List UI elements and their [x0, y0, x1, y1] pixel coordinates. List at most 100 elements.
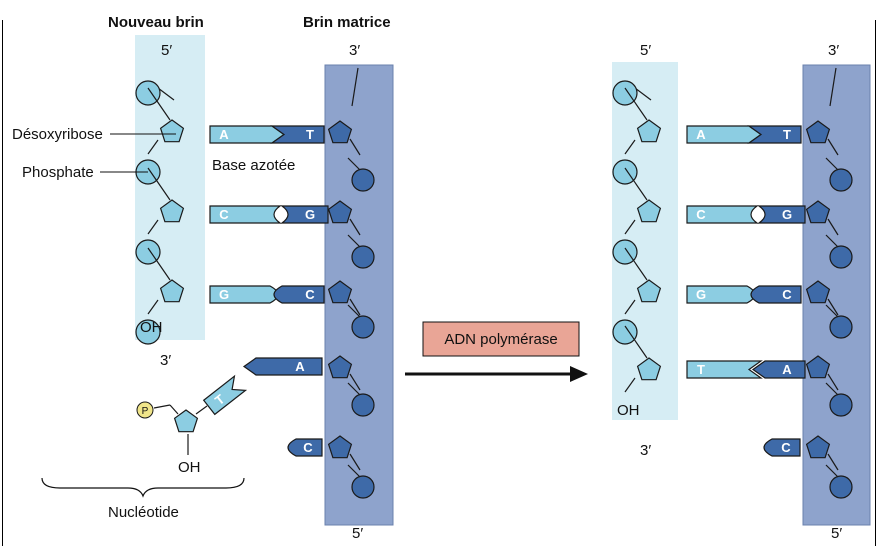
- left-tpl-backbone-start: [351, 67, 359, 107]
- enzyme-label: ADN polymérase: [444, 331, 557, 348]
- right-template-c-letter: C: [781, 440, 791, 455]
- left-tpl-link-a-0: [349, 138, 361, 156]
- right-tpl-link-b-1: [825, 234, 839, 248]
- right-tpl-link-a-1: [827, 218, 839, 236]
- left-new-link-a-1: [147, 167, 171, 201]
- right-new-sugar-2: [636, 279, 662, 303]
- right-tpl-link-b-4: [825, 464, 839, 478]
- left-tpl-link-b-4: [347, 464, 361, 478]
- phosphate-label: Phosphate: [22, 164, 94, 181]
- nucleotide-label: Nucléotide: [108, 504, 179, 521]
- left-new-oh: OH: [140, 319, 163, 336]
- right-pair-3-template-letter: A: [782, 362, 792, 377]
- right-pair-0-new-letter: A: [696, 127, 706, 142]
- left-pair-1-new-base: [209, 205, 282, 224]
- right-pair-1-template-base: [757, 205, 806, 224]
- left-pair-0-template-base: [270, 125, 325, 144]
- right-template-3prime: 3′: [828, 42, 839, 59]
- left-tpl-link-a-4: [349, 453, 361, 471]
- phosphate-marker-letter: P: [142, 406, 149, 417]
- right-new-phosphate-1: [612, 159, 638, 185]
- right-pair-3-new-base: [686, 360, 763, 379]
- right-pair-3-template-base: [751, 360, 806, 379]
- left-new-sugar-0: [159, 119, 185, 143]
- right-tpl-sugar-0: [805, 120, 831, 144]
- right-tpl-link-a-0: [827, 138, 839, 156]
- right-tpl-phosphate-0: [829, 168, 853, 192]
- right-new-link-a-0: [624, 87, 648, 121]
- right-new-5prime: 5′: [640, 42, 651, 59]
- base-label: Base azotée: [212, 157, 295, 174]
- left-tpl-sugar-1: [327, 200, 353, 224]
- left-pair-1-new-letter: C: [219, 207, 229, 222]
- left-tpl-link-a-3: [349, 373, 361, 391]
- left-template-5prime: 5′: [352, 525, 363, 542]
- right-tpl-link-b-2: [825, 304, 839, 318]
- right-pair-3-new-letter: T: [697, 362, 705, 377]
- left-tpl-link-a-2: [349, 298, 361, 316]
- left-pair-1-template-letter: G: [305, 207, 315, 222]
- free-nucleotide-base-group: T: [202, 374, 248, 416]
- left-template-c-base: [287, 438, 323, 457]
- left-tpl-sugar-4: [327, 435, 353, 459]
- left-tpl-link-b-0: [347, 157, 361, 171]
- left-new-3prime: 3′: [160, 352, 171, 369]
- left-tpl-link-b-2: [347, 304, 361, 318]
- left-tpl-phosphate-0: [351, 168, 375, 192]
- right-tpl-phosphate-2: [829, 315, 853, 339]
- free-nucleotide-link-p: [153, 404, 171, 409]
- free-nucleotide-base-link: [195, 405, 208, 415]
- right-new-phosphate-0: [612, 80, 638, 106]
- right-new-link-a-1: [624, 167, 648, 201]
- right-new-sugar-1: [636, 199, 662, 223]
- left-template-3prime: 3′: [349, 42, 360, 59]
- new-strand-header: Nouveau brin: [108, 14, 204, 31]
- left-tpl-phosphate-4: [351, 475, 375, 499]
- right-pair-0-template-base: [747, 125, 802, 144]
- left-new-link-b-0: [147, 139, 159, 155]
- left-pair-2-new-letter: G: [219, 287, 229, 302]
- right-pair-1-new-base: [686, 205, 759, 224]
- left-new-link-a-0: [147, 87, 171, 121]
- right-pair-2-template-letter: C: [782, 287, 792, 302]
- free-nucleotide-link: [169, 404, 179, 415]
- right-new-link-b-0: [624, 139, 636, 155]
- figure-frame: [2, 20, 876, 546]
- right-new-link-a-2: [624, 247, 648, 281]
- right-new-link-b-1: [624, 219, 636, 235]
- left-tpl-phosphate-2: [351, 315, 375, 339]
- left-new-phosphate-2: [135, 239, 161, 265]
- right-pair-2-new-letter: G: [696, 287, 706, 302]
- free-nucleotide-t-base: [202, 374, 248, 416]
- right-pair-1-new-letter: C: [696, 207, 706, 222]
- right-tpl-sugar-2: [805, 280, 831, 304]
- left-new-phosphate-3: [135, 319, 161, 345]
- right-new-phosphate-2: [612, 239, 638, 265]
- right-tpl-sugar-3: [805, 355, 831, 379]
- left-tpl-link-b-3: [347, 382, 361, 396]
- right-new-sugar-0: [636, 119, 662, 143]
- right-new-link-b-2: [624, 299, 636, 315]
- left-tpl-phosphate-1: [351, 245, 375, 269]
- left-new-5prime: 5′: [161, 42, 172, 59]
- right-tpl-phosphate-4: [829, 475, 853, 499]
- sugar-label: Désoxyribose: [12, 126, 103, 143]
- right-tpl-sugar-1: [805, 200, 831, 224]
- right-tpl-phosphate-1: [829, 245, 853, 269]
- left-new-link-b-1: [147, 219, 159, 235]
- phosphate-marker: [136, 401, 154, 419]
- free-nucleotide-sugar: [173, 409, 199, 433]
- left-pair-1-template-base: [280, 205, 329, 224]
- right-tpl-link-a-3: [827, 373, 839, 391]
- right-template-5prime: 5′: [831, 525, 842, 542]
- left-template-a-base: [242, 357, 323, 376]
- right-pair-2-template-base: [750, 285, 802, 304]
- left-tpl-link-b-1: [347, 234, 361, 248]
- left-tpl-link-a-1: [349, 218, 361, 236]
- left-new-phosphate-0: [135, 80, 161, 106]
- right-new-sugar-3: [636, 357, 662, 381]
- right-tpl-phosphate-3: [829, 393, 853, 417]
- left-tpl-sugar-3: [327, 355, 353, 379]
- left-template-a-letter: A: [295, 359, 305, 374]
- right-new-oh: OH: [617, 402, 640, 419]
